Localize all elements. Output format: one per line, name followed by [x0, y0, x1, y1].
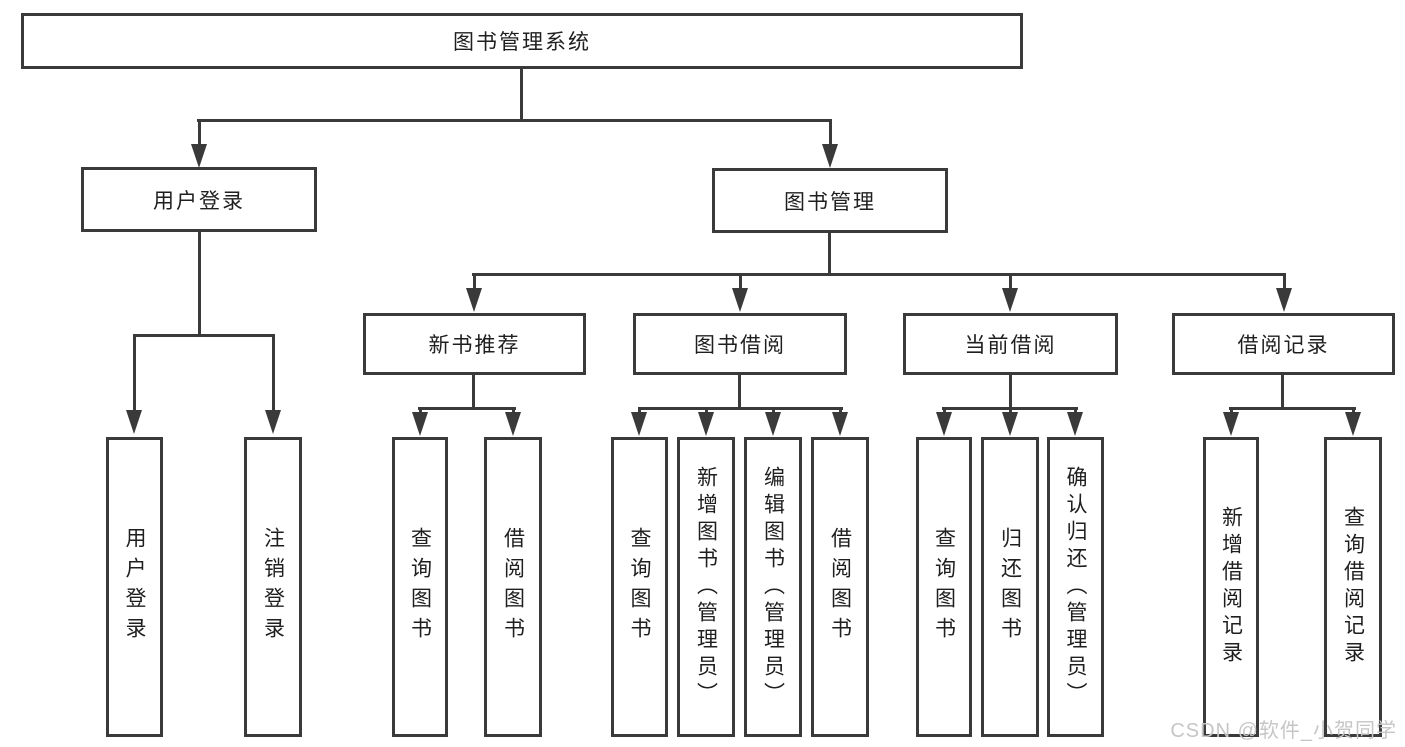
- connector-book-management-drop: [828, 233, 831, 275]
- arrowhead-down-icon: [1067, 412, 1083, 436]
- connector-shaft: [419, 407, 422, 415]
- connector-shaft: [512, 407, 515, 415]
- leaf-confirm-return-admin: 确认归还（管理员）: [1047, 437, 1104, 737]
- connector-shaft: [638, 407, 641, 415]
- arrowhead-down-icon: [1345, 412, 1361, 436]
- connector-group-elbow: [133, 334, 275, 337]
- connector-level3-elbow: [472, 273, 1285, 276]
- leaf-query-books-borrow: 查询图书: [611, 437, 668, 737]
- connector-drop: [1281, 375, 1284, 409]
- arrowhead-down-icon: [631, 412, 647, 436]
- arrowhead-down-icon: [732, 288, 748, 312]
- connector-shaft: [705, 407, 708, 415]
- leaf-add-borrow-record: 新增借阅记录: [1203, 437, 1259, 737]
- arrowhead-down-icon: [412, 412, 428, 436]
- leaf-return-books: 归还图书: [981, 437, 1039, 737]
- node-new-book-recommend: 新书推荐: [363, 313, 586, 375]
- connector-shaft: [839, 407, 842, 415]
- connector-shaft: [272, 334, 275, 412]
- arrowhead-down-icon: [505, 412, 521, 436]
- leaf-borrow-books-recommend: 借阅图书: [484, 437, 542, 737]
- leaf-query-books-current: 查询图书: [916, 437, 972, 737]
- connector-shaft: [473, 273, 476, 291]
- connector-shaft: [943, 407, 946, 415]
- leaf-borrow-books: 借阅图书: [811, 437, 869, 737]
- node-library-management-system: 图书管理系统: [21, 13, 1023, 69]
- connector-shaft: [739, 273, 742, 291]
- node-borrow-records: 借阅记录: [1172, 313, 1395, 375]
- node-book-borrow: 图书借阅: [633, 313, 847, 375]
- arrowhead-down-icon: [1276, 288, 1292, 312]
- csdn-watermark: CSDN @软件_小贺同学: [1170, 720, 1397, 742]
- connector-shaft: [1283, 273, 1286, 291]
- arrowhead-down-icon: [126, 410, 142, 434]
- connector-shaft: [829, 119, 832, 147]
- connector-group-elbow: [418, 407, 516, 410]
- connector-group-elbow: [638, 407, 843, 410]
- arrowhead-down-icon: [191, 144, 207, 168]
- connector-level2-elbow: [197, 119, 831, 122]
- connector-shaft: [1352, 407, 1355, 415]
- connector-user-login-drop: [198, 232, 201, 336]
- node-current-borrow: 当前借阅: [903, 313, 1118, 375]
- connector-group-elbow: [1229, 407, 1356, 410]
- connector-shaft: [1009, 407, 1012, 415]
- leaf-query-borrow-record: 查询借阅记录: [1324, 437, 1382, 737]
- connector-shaft: [133, 334, 136, 412]
- connector-shaft: [772, 407, 775, 415]
- node-book-management: 图书管理: [712, 168, 948, 233]
- arrowhead-down-icon: [1002, 288, 1018, 312]
- connector-root-drop: [520, 69, 523, 121]
- arrowhead-down-icon: [1002, 412, 1018, 436]
- leaf-add-books-admin: 新增图书（管理员）: [677, 437, 735, 737]
- connector-drop: [472, 375, 475, 409]
- arrowhead-down-icon: [765, 412, 781, 436]
- arrowhead-down-icon: [1223, 412, 1239, 436]
- leaf-logout: 注销登录: [244, 437, 302, 737]
- arrowhead-down-icon: [822, 144, 838, 168]
- arrowhead-down-icon: [698, 412, 714, 436]
- leaf-user-login: 用户登录: [106, 437, 163, 737]
- connector-shaft: [1230, 407, 1233, 415]
- leaf-query-books-recommend: 查询图书: [392, 437, 448, 737]
- node-user-login: 用户登录: [81, 167, 317, 232]
- connector-shaft: [1009, 273, 1012, 291]
- leaf-edit-books-admin: 编辑图书（管理员）: [744, 437, 802, 737]
- connector-drop: [1009, 375, 1012, 409]
- connector-shaft: [198, 119, 201, 147]
- arrowhead-down-icon: [936, 412, 952, 436]
- arrowhead-down-icon: [466, 288, 482, 312]
- arrowhead-down-icon: [265, 410, 281, 434]
- arrowhead-down-icon: [832, 412, 848, 436]
- connector-drop: [738, 375, 741, 409]
- connector-shaft: [1074, 407, 1077, 415]
